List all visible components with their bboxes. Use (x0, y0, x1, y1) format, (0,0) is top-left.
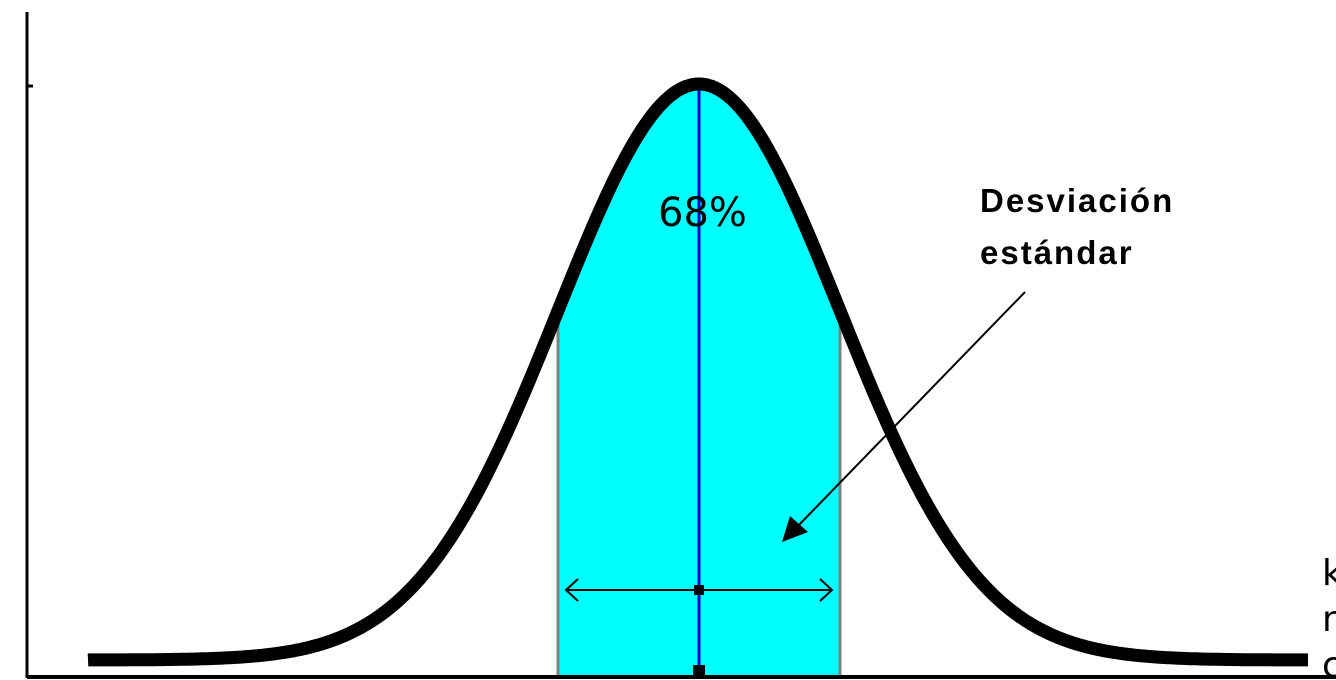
cropped-text-2: n (1322, 599, 1336, 640)
annotation-pointer-line (795, 291, 1026, 529)
annotation-pointer-arrowhead-icon (782, 516, 808, 542)
sigma-center-dot (694, 585, 704, 595)
cropped-text-1: k (1322, 553, 1336, 594)
cropped-text-3: c (1322, 645, 1336, 680)
left-arrowhead-icon (564, 578, 579, 602)
bell-curve (83, 77, 1313, 667)
shaded-percent-label: 68% (658, 190, 747, 236)
annotation-line-1: Desviación (980, 182, 1174, 219)
right-arrowhead-icon (819, 578, 834, 602)
mean-axis-marker (693, 665, 705, 679)
annotation-line-2: estándar (980, 234, 1134, 271)
